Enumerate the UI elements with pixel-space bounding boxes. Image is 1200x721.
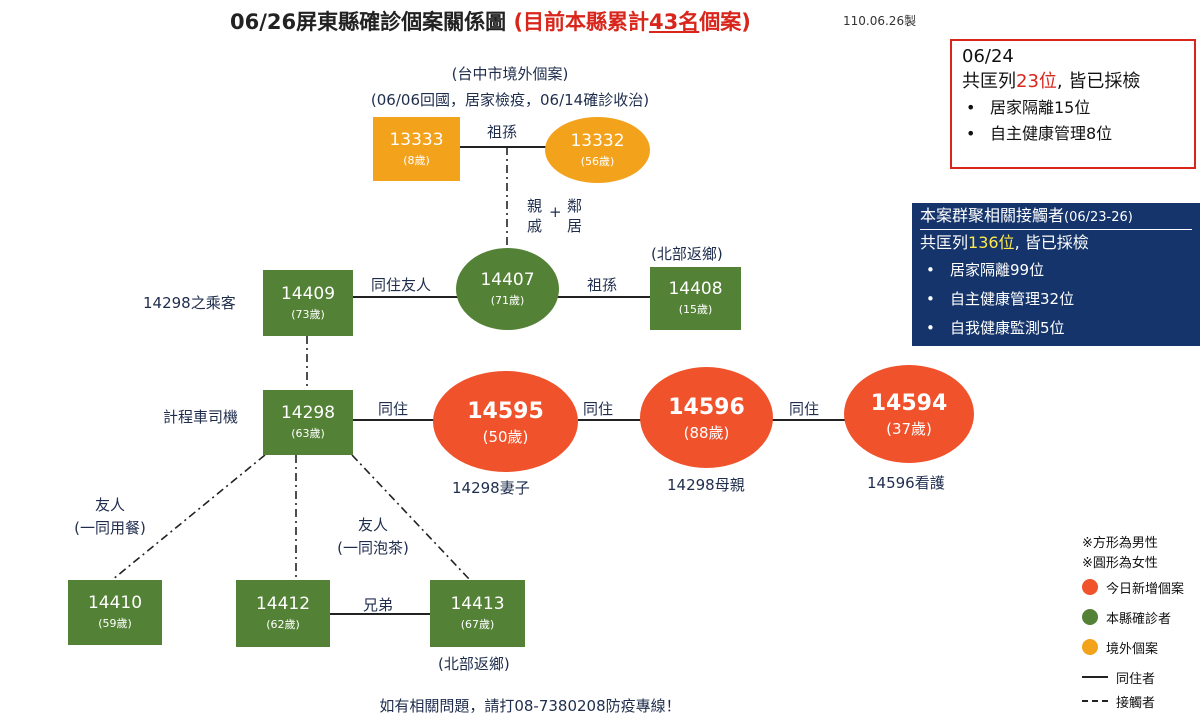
- case-node-14408: 14408(15歲): [650, 267, 741, 330]
- label-friend-meal-detail: (一同用餐): [74, 519, 146, 537]
- legend-local: 本縣確診者: [1082, 607, 1184, 627]
- label-wife: 14298妻子: [452, 479, 530, 497]
- label-relatives: 親 戚: [527, 197, 543, 235]
- label-live-together-3: 同住: [789, 400, 820, 418]
- label-grandchild: 祖孫: [487, 123, 518, 141]
- box1-summary: 共匡列23位, 皆已採檢: [962, 71, 1141, 92]
- box1-item: •居家隔離15位: [966, 98, 1091, 117]
- label-mother: 14298母親: [667, 476, 745, 494]
- contact-14298-14413: [351, 454, 471, 581]
- box2-item: •居家隔離99位: [926, 261, 1045, 279]
- case-node-14412: 14412(62歲): [236, 580, 330, 647]
- case-node-13332: 13332(56歲): [545, 117, 650, 183]
- label-grandchild-2: 祖孫: [587, 276, 618, 294]
- case-node-13333: 13333(8歲): [373, 117, 460, 181]
- case-node-14595: 14595(50歲): [433, 371, 578, 472]
- label-live-together-2: 同住: [583, 400, 614, 418]
- label-north-return: (北部返鄉): [651, 245, 723, 263]
- legend-cohabitant: 同住者: [1082, 667, 1184, 687]
- footer-hotline: 如有相關問題，請打08-7380208防疫專線！: [379, 697, 681, 715]
- label-taichung-detail: (06/06回國，居家檢疫，06/14確診收治): [370, 91, 650, 109]
- case-node-14594: 14594(37歲): [844, 365, 974, 463]
- box-0624-summary: 06/24 共匡列23位, 皆已採檢 •居家隔離15位 •自主健康管理8位: [950, 39, 1196, 169]
- legend-imported: 境外個案: [1082, 637, 1184, 657]
- legend-new-today: 今日新增個案: [1082, 577, 1184, 597]
- case-node-14410: 14410(59歲): [68, 580, 162, 645]
- case-node-14407: 14407(71歲): [456, 248, 559, 330]
- label-live-together-1: 同住: [378, 400, 409, 418]
- box2-item: •自我健康監測5位: [926, 319, 1065, 337]
- label-roommate-friend: 同住友人: [371, 276, 432, 294]
- legend-female-note: ※圓形為女性: [1082, 555, 1158, 571]
- legend-local-dot: [1082, 609, 1098, 625]
- case-node-14409: 14409(73歲): [263, 270, 353, 336]
- label-passenger: 14298之乘客: [143, 294, 236, 312]
- box2-summary: 共匡列136位, 皆已採檢: [920, 233, 1089, 252]
- box-cluster-contacts: 本案群聚相關接觸者(06/23-26) 共匡列136位, 皆已採檢 •居家隔離9…: [912, 203, 1200, 346]
- cumulative-note: (目前本縣累計43名個案): [513, 10, 751, 34]
- box1-item: •自主健康管理8位: [966, 124, 1113, 143]
- legend: ※方形為男性 ※圓形為女性 今日新增個案 本縣確診者 境外個案 同住者 接觸者: [1082, 531, 1184, 711]
- label-north-return-2: (北部返鄉): [438, 655, 510, 673]
- box2-item: •自主健康管理32位: [926, 290, 1075, 308]
- case-node-14413: 14413(67歲): [430, 580, 525, 647]
- legend-male-note: ※方形為男性: [1082, 535, 1158, 551]
- label-taxi-driver: 計程車司機: [163, 408, 239, 426]
- label-brothers: 兄弟: [363, 596, 394, 614]
- case-node-14298: 14298(63歲): [263, 390, 353, 455]
- contact-14298-14410: [111, 454, 266, 581]
- label-friend-tea-detail: (一同泡茶): [337, 539, 409, 557]
- page-title: 06/26屏東縣確診個案關係圖 (目前本縣累計43名個案): [230, 10, 751, 34]
- production-date: 110.06.26製: [843, 14, 917, 28]
- box1-date: 06/24: [962, 46, 1014, 67]
- label-caregiver: 14596看護: [867, 474, 945, 492]
- legend-contact: 接觸者: [1082, 691, 1184, 711]
- case-node-14596: 14596(88歲): [640, 367, 773, 468]
- legend-new-today-dot: [1082, 579, 1098, 595]
- legend-imported-dot: [1082, 639, 1098, 655]
- legend-dash-line: [1082, 700, 1108, 702]
- box2-title: 本案群聚相關接觸者(06/23-26): [920, 205, 1192, 230]
- label-neighbors: 鄰 居: [567, 197, 583, 235]
- legend-solid-line: [1082, 676, 1108, 678]
- label-friend-meal: 友人: [94, 496, 125, 514]
- label-plus: +: [549, 203, 562, 221]
- label-taichung: (台中市境外個案): [451, 65, 569, 83]
- label-friend-tea: 友人: [357, 516, 388, 534]
